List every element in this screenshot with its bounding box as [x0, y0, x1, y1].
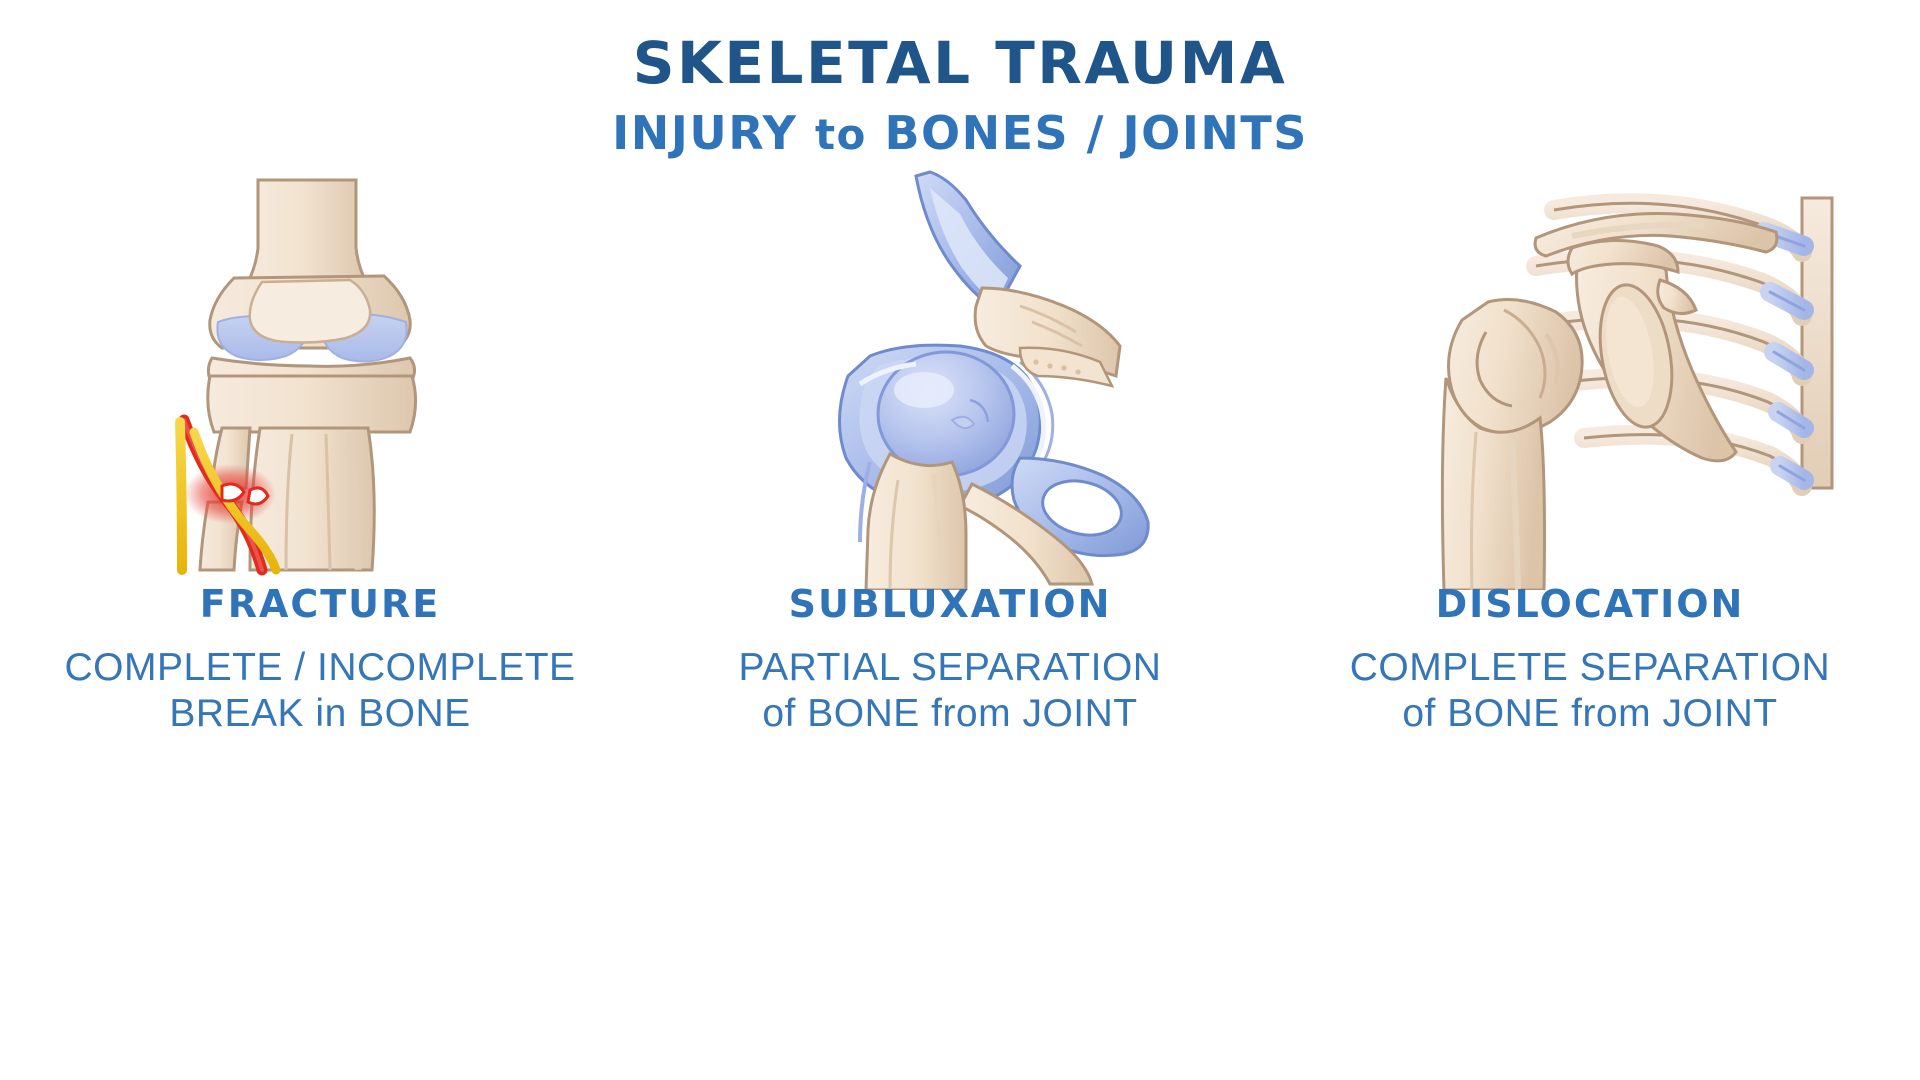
- panel-subluxation: SUBLUXATION PARTIAL SEPARATION of BONE f…: [640, 170, 1260, 930]
- caption-word-joint: JOINT: [1662, 692, 1778, 736]
- caption-line-2: of BONE from JOINT: [1280, 691, 1900, 737]
- caption-heading: FRACTURE: [199, 582, 441, 626]
- caption-word-bone: BONE: [358, 692, 471, 736]
- knee-joint-fracture-illustration: [10, 170, 630, 590]
- caption-word-break: BREAK: [169, 692, 305, 736]
- page-subtitle: INJURY to BONES / JOINTS: [0, 110, 1920, 156]
- caption-dislocation: DISLOCATION COMPLETE SEPARATION of BONE …: [1280, 585, 1900, 737]
- caption-line-2: of BONE from JOINT: [640, 691, 1260, 737]
- caption-line-1: PARTIAL SEPARATION: [738, 646, 1162, 689]
- caption-description: PARTIAL SEPARATION of BONE from JOINT: [640, 645, 1260, 737]
- caption-word-of: of: [762, 692, 796, 736]
- header-block: SKELETAL TRAUMA INJURY to BONES / JOINTS: [0, 34, 1920, 156]
- panel-fracture: FRACTURE COMPLETE / INCOMPLETE BREAK in …: [10, 170, 630, 930]
- caption-word-from: from: [1571, 692, 1652, 736]
- caption-word-of: of: [1402, 692, 1436, 736]
- caption-line-1: COMPLETE / INCOMPLETE: [64, 646, 576, 689]
- caption-word-bone: BONE: [807, 692, 920, 736]
- caption-subluxation: SUBLUXATION PARTIAL SEPARATION of BONE f…: [640, 585, 1260, 737]
- hip-joint-subluxation-illustration: [640, 170, 1260, 590]
- subtitle-word-injury: INJURY: [612, 106, 798, 160]
- page-title: SKELETAL TRAUMA: [632, 29, 1288, 97]
- caption-word-from: from: [931, 692, 1012, 736]
- caption-description: COMPLETE / INCOMPLETE BREAK in BONE: [10, 645, 630, 737]
- caption-heading: SUBLUXATION: [788, 582, 1112, 626]
- caption-word-bone: BONE: [1447, 692, 1560, 736]
- caption-description: COMPLETE SEPARATION of BONE from JOINT: [1280, 645, 1900, 737]
- panel-dislocation: DISLOCATION COMPLETE SEPARATION of BONE …: [1280, 170, 1900, 930]
- shoulder-joint-dislocation-illustration: [1280, 170, 1900, 590]
- subtitle-word-to: to: [814, 110, 867, 159]
- caption-word-joint: JOINT: [1022, 692, 1138, 736]
- caption-heading: DISLOCATION: [1435, 582, 1745, 626]
- caption-word-in: in: [315, 692, 347, 736]
- caption-line-2: BREAK in BONE: [10, 691, 630, 737]
- panels-row: FRACTURE COMPLETE / INCOMPLETE BREAK in …: [0, 170, 1920, 930]
- caption-fracture: FRACTURE COMPLETE / INCOMPLETE BREAK in …: [10, 585, 630, 737]
- subtitle-word-bones-joints: BONES / JOINTS: [884, 106, 1308, 160]
- caption-line-1: COMPLETE SEPARATION: [1349, 646, 1831, 689]
